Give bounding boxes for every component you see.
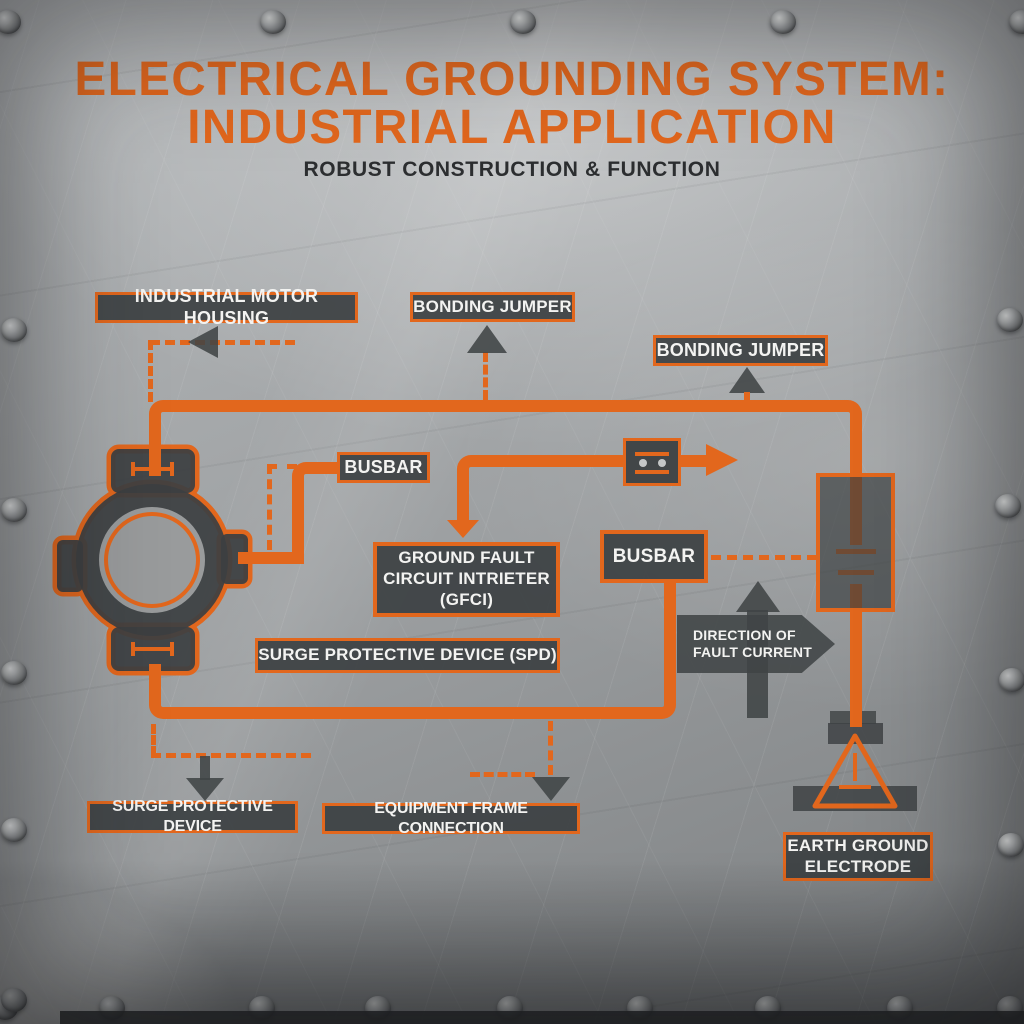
rivet-icon — [510, 10, 536, 34]
terminal-dot-right — [658, 459, 666, 467]
earth-ground-symbol-icon — [793, 711, 917, 811]
motor-branch-conductor — [292, 462, 340, 564]
fault-current-sign-line2: FAULT CURRENT — [693, 644, 812, 660]
dashed-busbar2-to-arrester — [711, 555, 817, 560]
label-text: BUSBAR — [612, 545, 696, 567]
label-busbar-1: BUSBAR — [337, 452, 430, 483]
rivet-icon — [0, 10, 21, 34]
dashed-spd-run — [151, 753, 311, 758]
label-earth-ground-electrode: EARTH GROUND ELECTRODE — [783, 832, 933, 881]
rivet-icon — [1, 988, 27, 1012]
label-text: BUSBAR — [344, 456, 423, 477]
rivet-icon — [1, 818, 27, 842]
busbar2-stem-conductor — [664, 583, 676, 668]
right-drop-conductor-lower — [850, 584, 862, 727]
label-equipment-frame-connection: EQUIPMENT FRAME CONNECTION — [322, 800, 580, 837]
rivet-icon — [770, 10, 796, 34]
arrow-down-spd-icon — [186, 778, 224, 801]
dashed-frame-run — [470, 772, 535, 777]
label-text: BONDING JUMPER — [656, 339, 825, 360]
label-busbar-2: BUSBAR — [600, 530, 708, 583]
rivet-icon — [1, 318, 27, 342]
dashed-frame-drop — [548, 721, 553, 775]
label-text: EQUIPMENT FRAME CONNECTION — [374, 799, 528, 837]
rivet-icon — [260, 10, 286, 34]
label-text: BONDING JUMPER — [413, 296, 572, 316]
dashed-to-motor-housing-drop — [148, 340, 153, 402]
rivet-icon — [995, 494, 1021, 518]
arrow-down-spd-stem — [200, 756, 210, 780]
bonding-jumper2-stub — [744, 392, 750, 401]
junction-conductor — [457, 455, 625, 523]
terminal-block-icon — [623, 438, 681, 486]
rivet-icon — [1, 661, 27, 685]
label-text: SURGE PROTECTIVE DEVICE — [112, 798, 273, 835]
motor-branch-stub — [238, 552, 296, 564]
label-text: SURGE PROTECTIVE DEVICE (SPD) — [258, 645, 557, 665]
arrow-down-frame-icon — [532, 777, 570, 801]
fault-current-sign-line1: DIRECTION OF — [693, 626, 796, 643]
label-text: INDUSTRIAL MOTOR HOUSING — [134, 285, 319, 328]
page-subtitle: ROBUST CONSTRUCTION & FUNCTION — [303, 158, 721, 181]
label-surge-protective-device: SURGE PROTECTIVE DEVICE — [87, 798, 298, 835]
bottom-loop-conductor — [149, 664, 676, 719]
rivet-icon — [998, 833, 1024, 857]
fault-current-up-arrow-icon — [736, 581, 780, 612]
arrow-up-bonding-jumper2-icon — [729, 367, 765, 393]
label-text: (GFCI) — [439, 589, 494, 609]
label-spd-inline: SURGE PROTECTIVE DEVICE (SPD) — [255, 638, 560, 673]
terminal-line-top — [635, 452, 669, 456]
label-text: ELECTRODE — [804, 856, 912, 876]
arrow-right-conductor-icon — [706, 444, 738, 476]
surge-arrester-icon — [816, 473, 895, 612]
rivet-icon — [1, 498, 27, 522]
top-loop-conductor — [149, 400, 862, 476]
terminal-dot-left — [639, 459, 647, 467]
label-gfci: GROUND FAULT CIRCUIT INTRIETER (GFCI) — [373, 542, 560, 617]
page-title-line2: INDUSTRIAL APPLICATION — [187, 101, 837, 154]
arrow-up-bonding-jumper1-icon — [467, 325, 507, 353]
motor-icon — [52, 444, 253, 676]
dashed-parallel-branch-top — [267, 464, 297, 469]
dashed-bonding-jumper1-stem — [483, 352, 488, 400]
label-text: EARTH GROUND — [787, 835, 929, 855]
terminal-line-bottom — [635, 470, 669, 474]
arrow-down-to-gfci-icon — [447, 520, 479, 538]
dashed-to-motor-housing — [150, 340, 295, 345]
label-bonding-jumper-1: BONDING JUMPER — [410, 292, 575, 322]
label-text: CIRCUIT INTRIETER — [383, 569, 550, 589]
arrow-left-motor-housing-icon — [188, 326, 218, 358]
rivet-icon — [999, 668, 1024, 692]
label-industrial-motor-housing: INDUSTRIAL MOTOR HOUSING — [95, 286, 358, 328]
connector-out-shaft — [678, 455, 708, 467]
rivet-icon — [1009, 10, 1024, 34]
label-text: GROUND FAULT — [398, 548, 535, 568]
fault-current-sign: DIRECTION OF FAULT CURRENT — [677, 615, 835, 673]
rivet-icon — [997, 308, 1023, 332]
bottom-shadow-band — [60, 1011, 1024, 1024]
page-title: ELECTRICAL GROUNDING SYSTEM: INDUSTRIAL … — [5, 56, 1019, 152]
label-bonding-jumper-2: BONDING JUMPER — [653, 335, 828, 366]
page-title-line1: ELECTRICAL GROUNDING SYSTEM: — [74, 53, 950, 106]
dashed-spd-drop — [151, 724, 156, 756]
dashed-parallel-branch — [267, 464, 272, 550]
